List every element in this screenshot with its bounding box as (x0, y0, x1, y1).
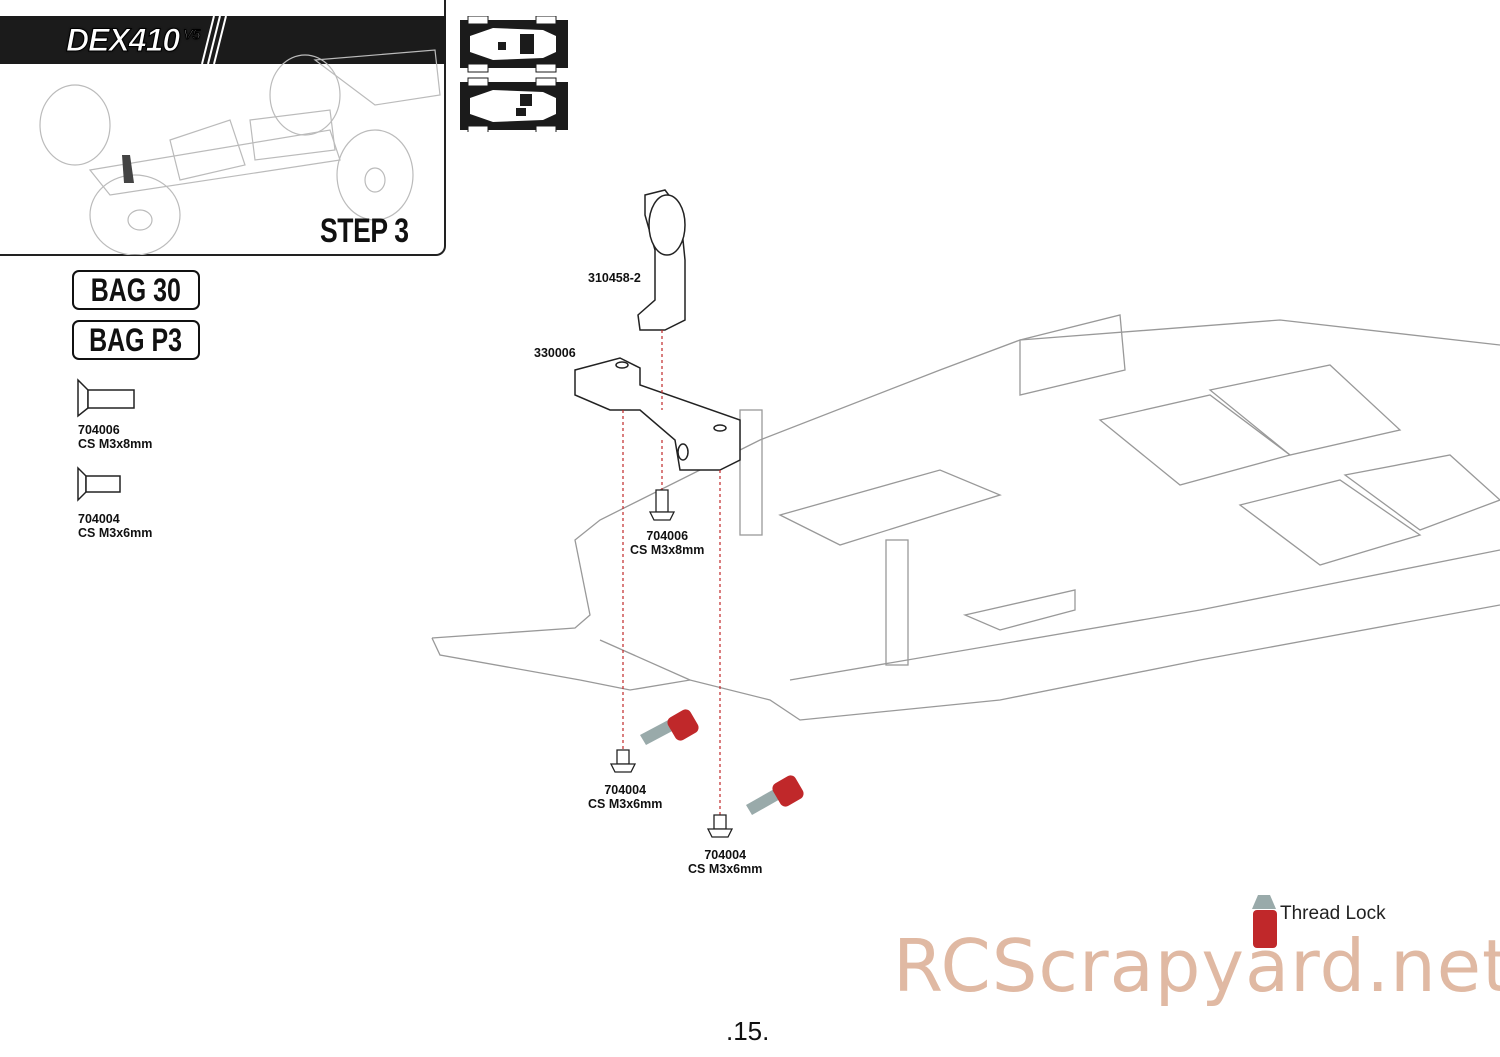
thread-lock-bottle-icon (746, 775, 804, 815)
chassis-orientation-icons (460, 16, 568, 132)
chassis-top-view-icon (460, 16, 568, 73)
logo-stripes (201, 16, 227, 64)
mount-310458-2 (637, 189, 686, 331)
page-number: .15. (726, 1016, 770, 1046)
step-title: STEP 3 (320, 212, 409, 250)
car-overview-illustration (39, 49, 441, 255)
callout-310458-2: 310458-2 (588, 271, 641, 285)
bag-label: BAG 30 (72, 270, 200, 310)
bracket-330006 (574, 357, 741, 471)
thread-lock-bottle-icon (640, 709, 699, 745)
thread-lock-legend-icon (1252, 895, 1277, 948)
assembly-guide-lines (622, 330, 721, 815)
callout-330006: 330006 (534, 346, 576, 360)
screw-icon (77, 378, 135, 418)
thread-lock-label: Thread Lock (1280, 903, 1386, 924)
bag-label: BAG P3 (72, 320, 200, 360)
brand-version: V5 (183, 26, 201, 43)
brand-name: DEX410 (65, 22, 180, 59)
step-header-panel (0, 0, 446, 256)
watermark: RCScrapyard.net (893, 924, 1500, 1008)
screw-icon (77, 466, 121, 502)
chassis-plate (431, 314, 1500, 721)
screw-icons (609, 489, 734, 838)
chassis-bottom-view-icon (460, 77, 568, 132)
